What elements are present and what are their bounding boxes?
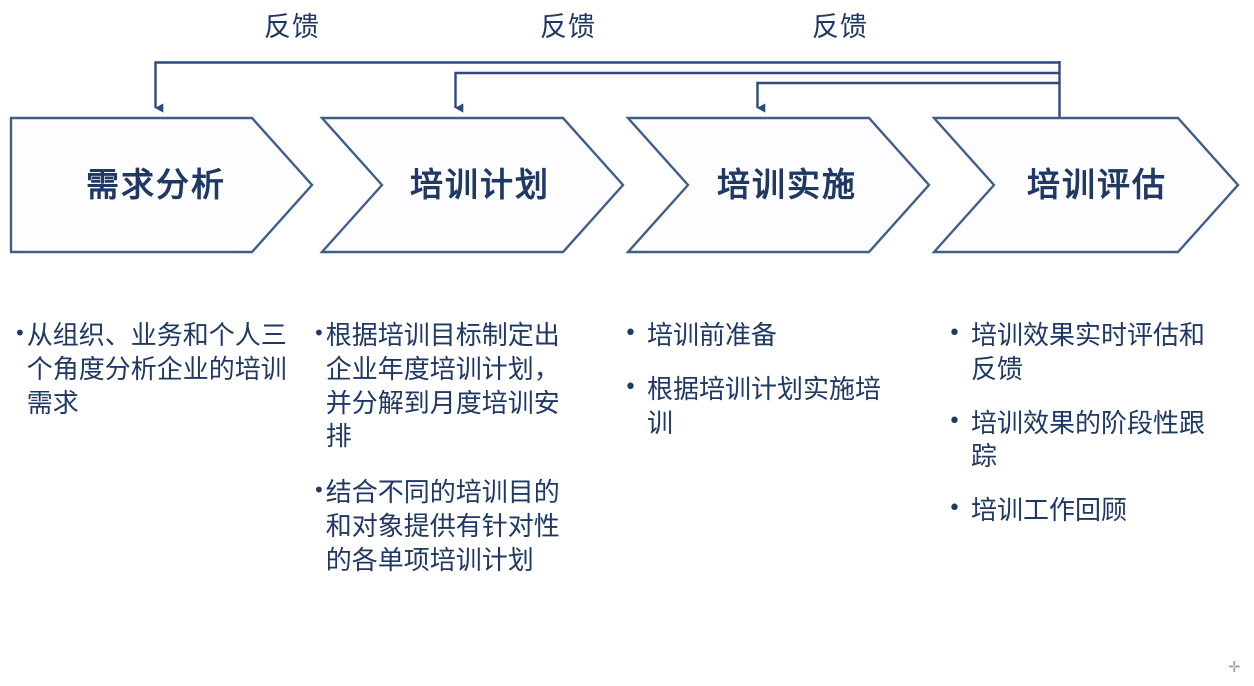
stage-title-2: 培训计划 xyxy=(410,165,550,204)
bullet-text: 从组织、业务和个人三个角度分析企业的培训需求 xyxy=(26,321,287,419)
feedback-label-1: 反馈 xyxy=(264,12,320,43)
bullet-text: 培训工作回顾 xyxy=(970,496,1127,527)
stage-title-1: 需求分析 xyxy=(86,165,226,204)
bullet-dot-icon: • xyxy=(948,321,961,346)
bullet-text: 培训效果的阶段性跟踪 xyxy=(970,408,1205,473)
stage-title-4: 培训评估 xyxy=(1027,165,1167,204)
stage-shape-2[interactable] xyxy=(319,116,625,254)
bullet-column-4: • 培训效果实时评估和反馈 • 培训效果的阶段性跟踪 • 培训工作回顾 xyxy=(948,320,1230,529)
bullet-dot-icon: • xyxy=(14,321,26,345)
bullet-column-2: • 根据培训目标制定出企业年度培训计划，并分解到月度培训安排 • 结合不同的培训… xyxy=(313,320,585,579)
list-item: • 培训效果实时评估和反馈 xyxy=(948,320,1230,388)
bullet-dot-icon: • xyxy=(313,321,325,345)
list-item: • 从组织、业务和个人三个角度分析企业的培训需求 xyxy=(14,320,289,421)
bullet-text: 结合不同的培训目的和对象提供有针对性的各单项培训计划 xyxy=(325,478,560,576)
cursor-crosshair-icon: ✛ xyxy=(1228,658,1241,676)
bullet-dot-icon: • xyxy=(948,496,961,522)
bullet-text: 培训效果实时评估和反馈 xyxy=(970,321,1205,385)
bullet-dot-icon: • xyxy=(313,478,325,503)
stage-shape-1[interactable] xyxy=(9,116,314,254)
feedback-label-3: 反馈 xyxy=(812,12,868,43)
feedback-arrow-2 xyxy=(454,71,1060,113)
list-item: • 根据培训目标制定出企业年度培训计划，并分解到月度培训安排 xyxy=(313,320,585,455)
bullet-column-1: • 从组织、业务和个人三个角度分析企业的培训需求 xyxy=(14,320,289,421)
bullet-dot-icon: • xyxy=(624,374,637,400)
list-item: • 培训工作回顾 xyxy=(948,495,1230,529)
bullet-text: 培训前准备 xyxy=(646,321,777,351)
bullet-dot-icon: • xyxy=(948,408,961,434)
feedback-arrow-3 xyxy=(756,81,1060,113)
stage-shape-3[interactable] xyxy=(625,116,931,254)
bullet-text: 根据培训目标制定出企业年度培训计划，并分解到月度培训安排 xyxy=(325,321,560,453)
bullet-column-3: • 培训前准备 • 根据培训计划实施培训 xyxy=(624,320,904,441)
bullet-text: 根据培训计划实施培训 xyxy=(646,374,881,439)
feedback-arrow-1 xyxy=(154,61,1060,113)
list-item: • 培训效果的阶段性跟踪 xyxy=(948,408,1230,476)
bullet-dot-icon: • xyxy=(624,321,637,346)
list-item: • 根据培训计划实施培训 xyxy=(624,374,904,442)
list-item: • 培训前准备 xyxy=(624,320,904,354)
feedback-label-2: 反馈 xyxy=(540,12,596,43)
list-item: • 结合不同的培训目的和对象提供有针对性的各单项培训计划 xyxy=(313,477,585,578)
stage-shape-4[interactable] xyxy=(931,116,1240,254)
stage-title-3: 培训实施 xyxy=(717,165,857,204)
